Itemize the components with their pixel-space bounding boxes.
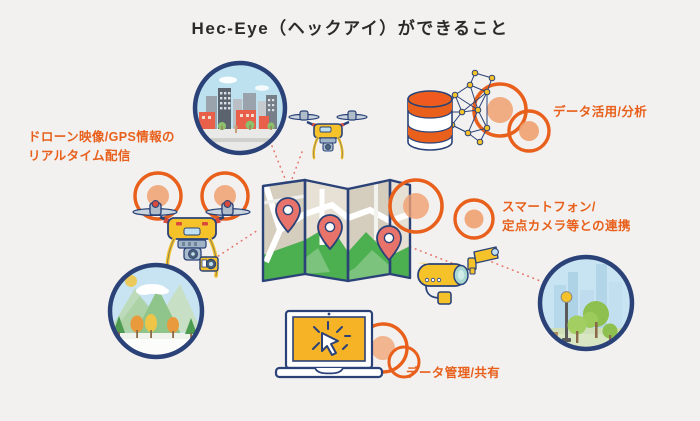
circle-photo-cityscape (192, 60, 288, 156)
drone-left (132, 171, 251, 278)
label-realtime-delivery: ドローン映像/GPS情報の リアルタイム配信 (28, 130, 175, 164)
label-data-management: データ管理/共有 (406, 366, 501, 380)
map-pin-left (275, 197, 301, 234)
map-pin-right (376, 225, 402, 262)
connector-camera-to-park (491, 261, 549, 285)
map-pin-center (317, 214, 343, 251)
page-title: Hec-Eye（ヘックアイ）ができること (191, 19, 509, 38)
circle-photo-park (537, 254, 635, 352)
database-cylinder (407, 90, 453, 151)
security-camera-back (467, 246, 499, 275)
laptop-with-cursor (274, 309, 421, 379)
security-camera-front (417, 262, 469, 305)
label-data-analysis: データ活用/分析 (553, 105, 648, 119)
label-device-linkage: スマートフォン/ 定点カメラ等との連携 (502, 200, 631, 234)
circle-photo-nature (107, 262, 205, 360)
drone-top (288, 110, 368, 160)
database-network-graph (407, 69, 551, 153)
accent-rings-right (388, 178, 495, 240)
connector-drone-to-map (281, 151, 303, 207)
folded-map (261, 178, 412, 283)
